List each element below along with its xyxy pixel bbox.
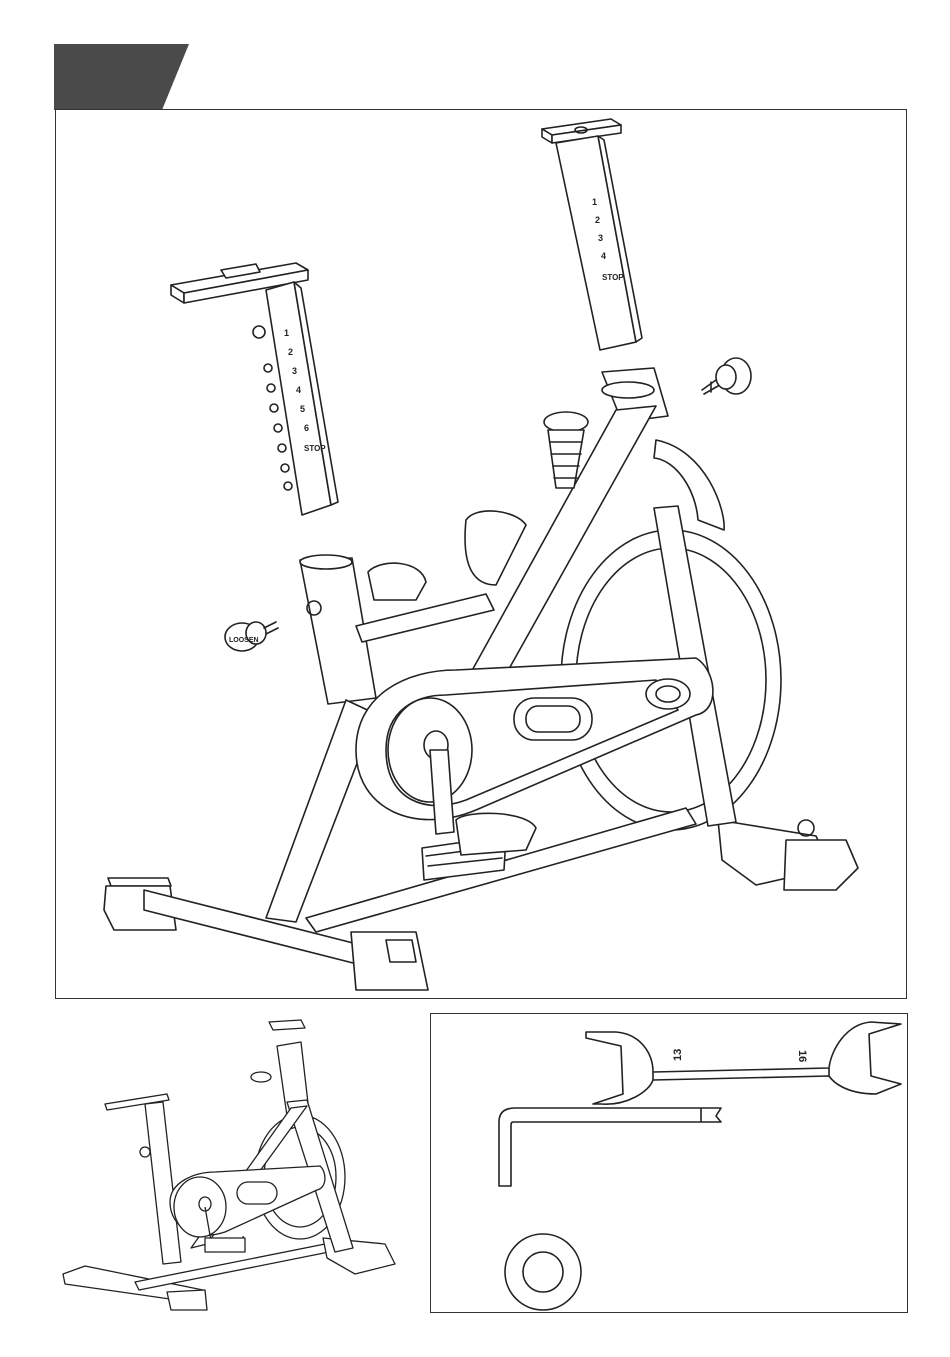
seat-scale-6: 6 xyxy=(304,423,309,433)
handlebar-post-icon: 1 2 3 4 STOP xyxy=(542,119,642,350)
wrench-size-left: 13 xyxy=(672,1049,684,1061)
handlebar-scale-3: 3 xyxy=(598,233,603,243)
seat-scale-5: 5 xyxy=(300,404,305,414)
adjust-knob-icon xyxy=(702,358,751,394)
wrench-size-right: 16 xyxy=(796,1050,808,1062)
seat-scale-4: 4 xyxy=(296,385,301,395)
wrench-icon: 13 16 xyxy=(586,1022,901,1104)
handlebar-scale-4: 4 xyxy=(601,251,606,261)
step-header-tab xyxy=(54,44,189,110)
allen-key-icon xyxy=(499,1108,721,1186)
seat-scale-2: 2 xyxy=(288,347,293,357)
tools-panel: 13 16 xyxy=(430,1013,908,1313)
handlebar-scale-1: 1 xyxy=(592,197,597,207)
washer-icon xyxy=(505,1234,581,1310)
adjust-knob-icon-left: LOOSEN xyxy=(225,622,278,651)
exercise-bike-icon xyxy=(63,1020,395,1310)
handlebar-stop-label: STOP xyxy=(602,273,624,282)
seat-post-icon: 1 2 3 4 5 6 STOP xyxy=(171,263,338,515)
assembly-diagram-frame: 1 2 3 4 5 6 STOP 1 2 3 4 STOP xyxy=(55,109,907,999)
seat-scale-3: 3 xyxy=(292,366,297,376)
seat-stop-label: STOP xyxy=(304,444,326,453)
exercise-bike-icon xyxy=(104,368,858,990)
handlebar-scale-2: 2 xyxy=(595,215,600,225)
knob-label: LOOSEN xyxy=(229,637,259,644)
seat-scale-1: 1 xyxy=(284,328,289,338)
assembled-bike-thumbnail xyxy=(55,1012,420,1312)
